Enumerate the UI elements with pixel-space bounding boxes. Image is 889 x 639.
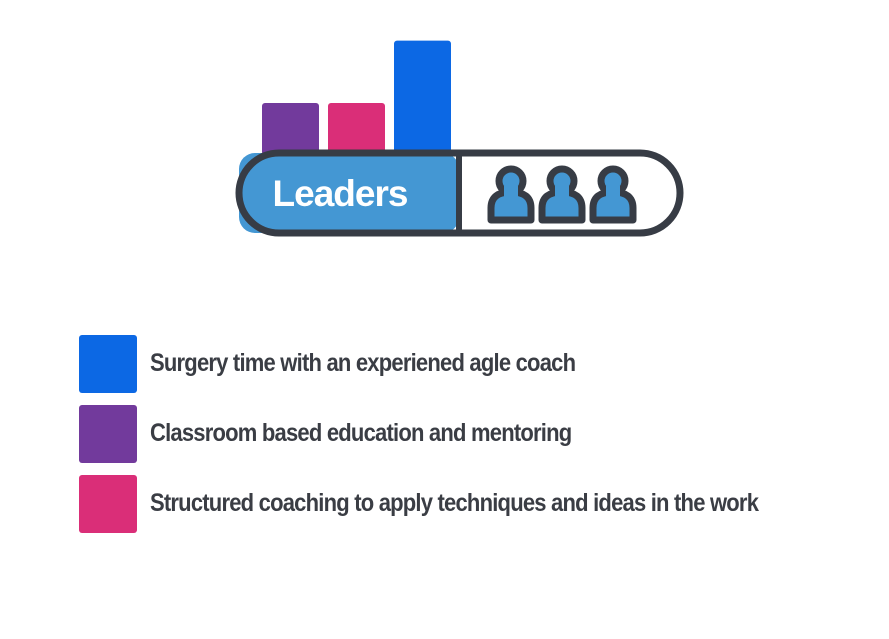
bar-group bbox=[262, 40, 451, 155]
legend-item-classroom: Classroom based education and mentoring bbox=[79, 405, 879, 463]
legend-label-coaching: Structured coaching to apply techniques … bbox=[150, 489, 759, 517]
bar-surgery bbox=[394, 40, 451, 155]
legend-label-surgery: Surgery time with an experiened agle coa… bbox=[150, 349, 576, 377]
badge-label-panel bbox=[239, 153, 459, 233]
bar-classroom bbox=[262, 103, 319, 155]
person-neck bbox=[504, 186, 518, 198]
legend-swatch-coaching bbox=[79, 475, 137, 533]
legend-item-surgery: Surgery time with an experiened agle coa… bbox=[79, 335, 879, 393]
leaders-badge: Leaders bbox=[235, 149, 684, 237]
bar-coaching bbox=[328, 103, 385, 155]
legend-item-coaching: Structured coaching to apply techniques … bbox=[79, 475, 879, 533]
legend-label-classroom: Classroom based education and mentoring bbox=[150, 419, 572, 447]
person-icon bbox=[589, 165, 637, 224]
person-neck bbox=[606, 186, 620, 198]
badge-label: Leaders bbox=[273, 173, 408, 214]
person-icon bbox=[538, 165, 586, 224]
legend-swatch-surgery bbox=[79, 335, 137, 393]
people-group bbox=[487, 165, 637, 224]
person-icon bbox=[487, 165, 535, 224]
legend-swatch-classroom bbox=[79, 405, 137, 463]
person-neck bbox=[555, 186, 569, 198]
